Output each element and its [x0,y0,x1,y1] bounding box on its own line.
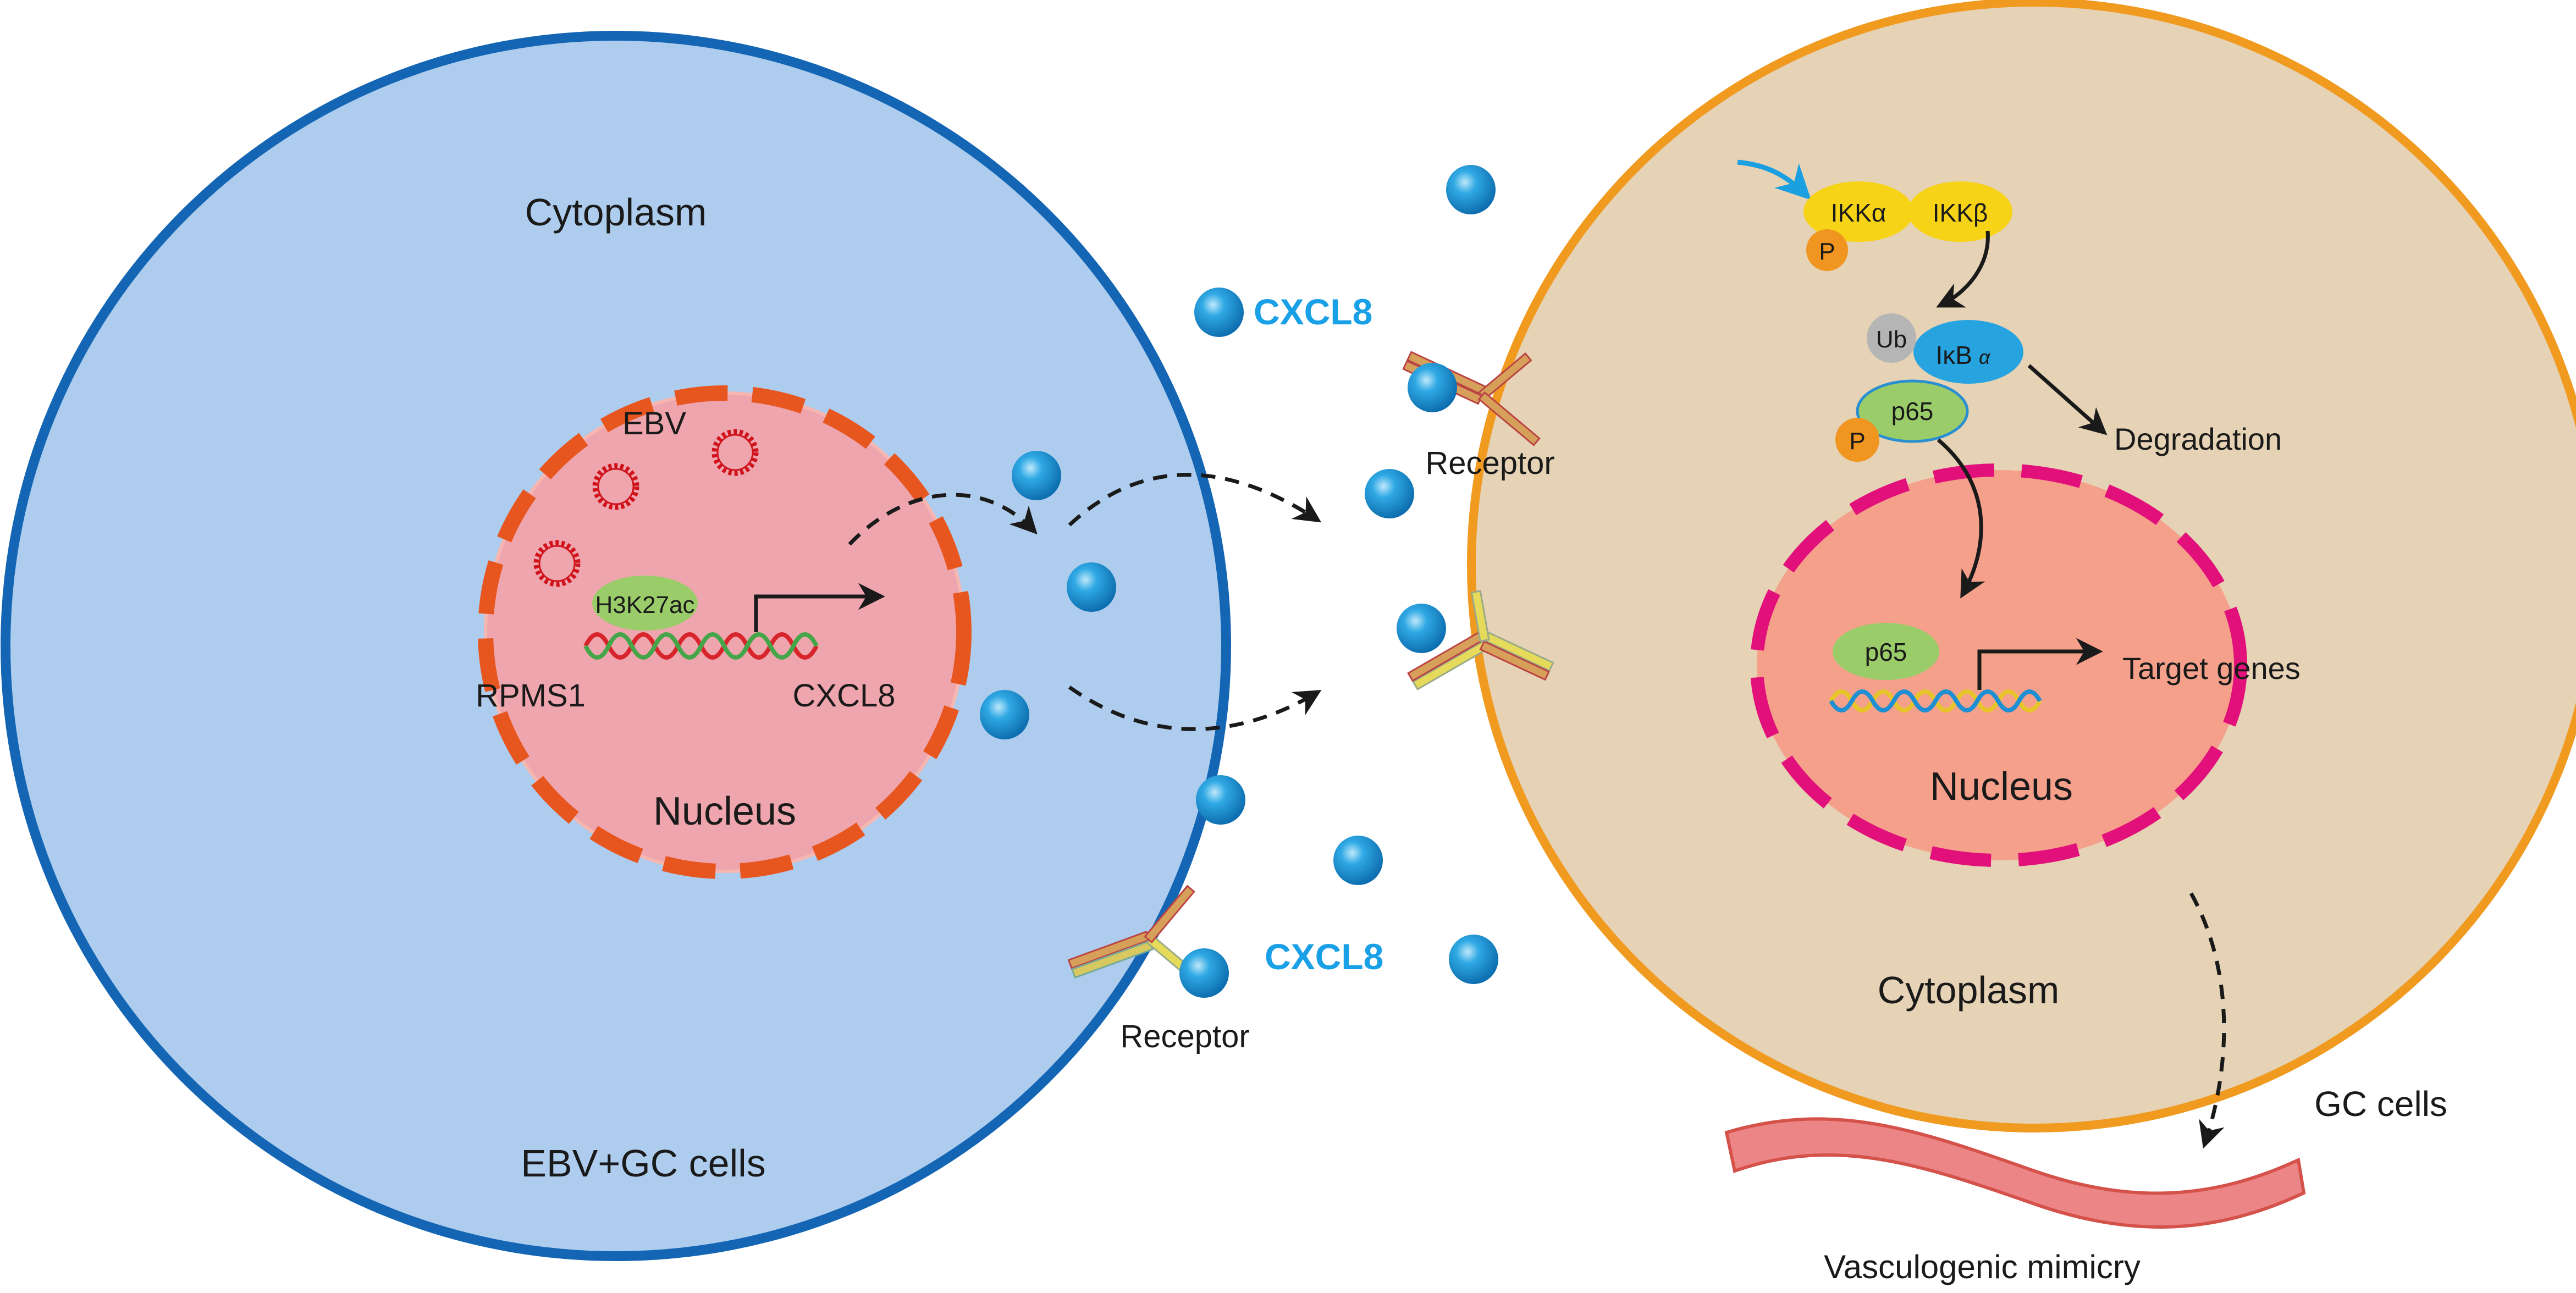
secretion-arrow-upper [848,493,1038,546]
degradation-label: Degradation [2114,422,2282,456]
target-genes-label: Target genes [2122,651,2301,686]
phospho-label-2: P [1849,428,1865,455]
ikk-alpha-protein [1803,181,1913,242]
ikk-beta-label: IKKβ [1933,198,1988,227]
cxcl8-molecule [1365,469,1414,518]
p65-nucleus-protein [1833,623,1939,680]
ebv-virus-3 [533,540,581,587]
vasculogenic-outcome-arrow [2189,892,2226,1149]
cxcl8-transcription-arrow [754,583,885,632]
left-cell-type-label: EBV+GC cells [521,1142,765,1185]
left-receptor-label: Receptor [1120,1019,1249,1054]
left-nuclear-envelope [478,385,972,879]
cxcl8-molecule [980,690,1029,739]
right-nucleus: Nucleus p65 Target genes [1750,438,2301,867]
right-cell-type-label: GC cells [2314,1084,2447,1124]
ubiquitin [1867,313,1916,363]
right-nuclear-envelope [1750,463,2247,867]
cxcl8-molecule [1408,363,1457,412]
cxcl8-molecule [1179,948,1229,998]
cxcl8-molecule [1012,451,1061,500]
left-nucleus: Nucleus EBV H3K27ac RPMS1 [476,385,972,879]
cxcl8-molecule [1196,775,1245,825]
right-cytoplasm-label: Cytoplasm [1878,969,2060,1012]
p65-cytoplasm-protein [1856,379,1969,443]
left-cytoplasm-label: Cytoplasm [525,191,707,234]
ikk-beta-protein [1908,181,2012,242]
left-cell: Cytoplasm EBV+GC cells Nucleus EBV [1,31,1322,1261]
ebv-virus-2 [592,463,639,510]
phospho-label-1: P [1819,238,1835,265]
vessel-label: Vasculogenic mimicry [1824,1248,2141,1285]
cxcl8-molecule [1449,935,1498,984]
cxcl8-label-top: CXCL8 [1254,291,1372,332]
ikb-alpha-protein [1913,320,2023,384]
cxcl8-molecule [1333,836,1383,885]
cxcl8-gene-label: CXCL8 [793,678,896,714]
ebv-virus-1 [711,429,759,476]
left-dna-strand-green [583,632,819,660]
ikb-alpha-label: IκB α [1936,341,1991,369]
right-cell: Cytoplasm Receptor [1402,0,2576,1132]
ikb-alpha-suffix: α [1979,346,1991,368]
right-nucleus-label: Nucleus [1930,765,2073,809]
right-receptor-lower [1407,590,1554,690]
h3k27ac-label: H3K27ac [595,592,694,618]
ebv-label: EBV [622,406,686,441]
ubiquitin-label: Ub [1876,326,1907,353]
vessel-tube [1724,1117,2306,1229]
cxcl8-molecule [1194,288,1244,337]
p65-nucleus-label: p65 [1865,638,1907,666]
cxcl8-molecules [980,165,1498,998]
phospho-group-2 [1835,418,1879,462]
p65-cytoplasm-label: p65 [1891,397,1934,426]
right-dna-strand-blue [1829,689,2042,712]
target-genes-transcription-arrow [1977,638,2103,690]
cxcl8-molecule [1397,604,1446,653]
right-nucleus-body [1757,470,2241,860]
ikk-activation-arrow [1737,159,1811,200]
cxcl8-molecule [1446,165,1496,214]
ikk-to-ikb-arrow [1936,230,1990,308]
cxcl8-label-bottom: CXCL8 [1265,936,1383,977]
secretion-arrow-middle [1068,473,1322,527]
ikk-alpha-label: IKKα [1831,198,1887,227]
right-receptor-label: Receptor [1425,445,1554,481]
cxcl8-molecule [1067,562,1116,612]
ikb-alpha-main: IκB [1936,341,1972,369]
phospho-group-1 [1806,229,1848,271]
p65-translocation-arrow [1937,438,1985,599]
left-nucleus-label: Nucleus [653,789,796,833]
secretion-arrow-lower [1068,686,1322,731]
degradation-arrow [2027,364,2108,435]
rpms1-label: RPMS1 [476,678,586,714]
h3k27ac-histone [592,576,698,631]
